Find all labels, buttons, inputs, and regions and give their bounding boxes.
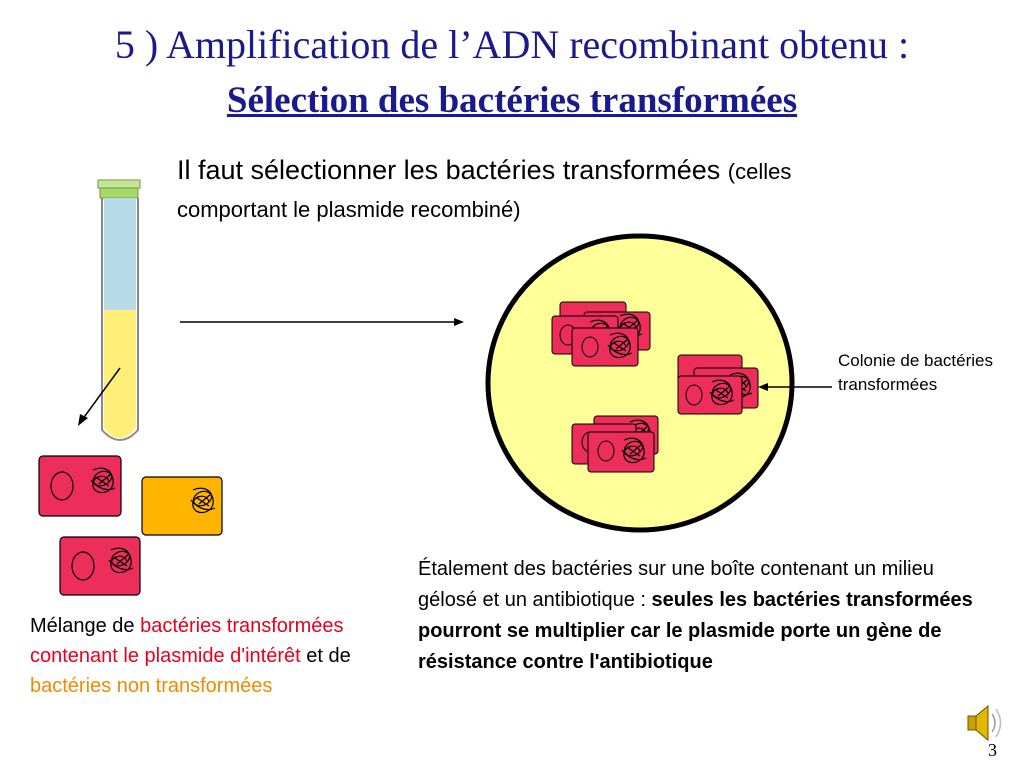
intro-paren: (celles xyxy=(727,159,792,184)
slide-subtitle: Sélection des bactéries transformées xyxy=(0,78,1024,124)
page-number: 3 xyxy=(988,740,997,760)
bacterium-untransformed xyxy=(141,476,223,536)
bacterial-colony xyxy=(677,354,759,415)
intro-main: Il faut sélectionner les bactéries trans… xyxy=(177,155,721,185)
mixture-caption-transformed: bactéries transformées contenant le plas… xyxy=(30,615,344,667)
bacterium-transformed xyxy=(59,536,141,596)
bacterial-colony xyxy=(571,415,659,473)
spreading-caption: Étalement des bactéries sur une boîte co… xyxy=(418,554,988,678)
spreading-caption-bold: seules les bactéries transformées pourro… xyxy=(418,589,973,673)
tube-arrow-line xyxy=(81,367,121,421)
mixture-caption-untransformed: bactéries non transformées xyxy=(30,675,273,697)
spreading-caption-plain: Étalement des bactéries sur une boîte co… xyxy=(418,558,934,611)
colony-arrow-head xyxy=(758,383,768,391)
tube-arrow-head xyxy=(78,414,88,426)
bacterial-colony xyxy=(551,301,651,367)
mixture-caption-part1: Mélange de xyxy=(30,615,141,637)
test-tube xyxy=(97,179,141,441)
slide-title: 5 ) Amplification de l’ADN recombinant o… xyxy=(114,22,910,67)
intro-line2: comportant le plasmide recombiné) xyxy=(177,197,521,222)
intro-text: Il faut sélectionner les bactéries trans… xyxy=(177,152,977,226)
mixture-caption: Mélange de bactéries transformées conten… xyxy=(30,611,360,701)
speaker-icon[interactable] xyxy=(967,704,1002,742)
mixture-caption-part2: et de xyxy=(300,645,351,667)
spread-arrow-head xyxy=(454,318,464,326)
slide-subtitle-text: Sélection des bactéries transformées xyxy=(226,80,798,121)
colony-label: Colonie de bactéries transformées xyxy=(838,351,993,394)
bacterium-transformed xyxy=(38,455,122,517)
